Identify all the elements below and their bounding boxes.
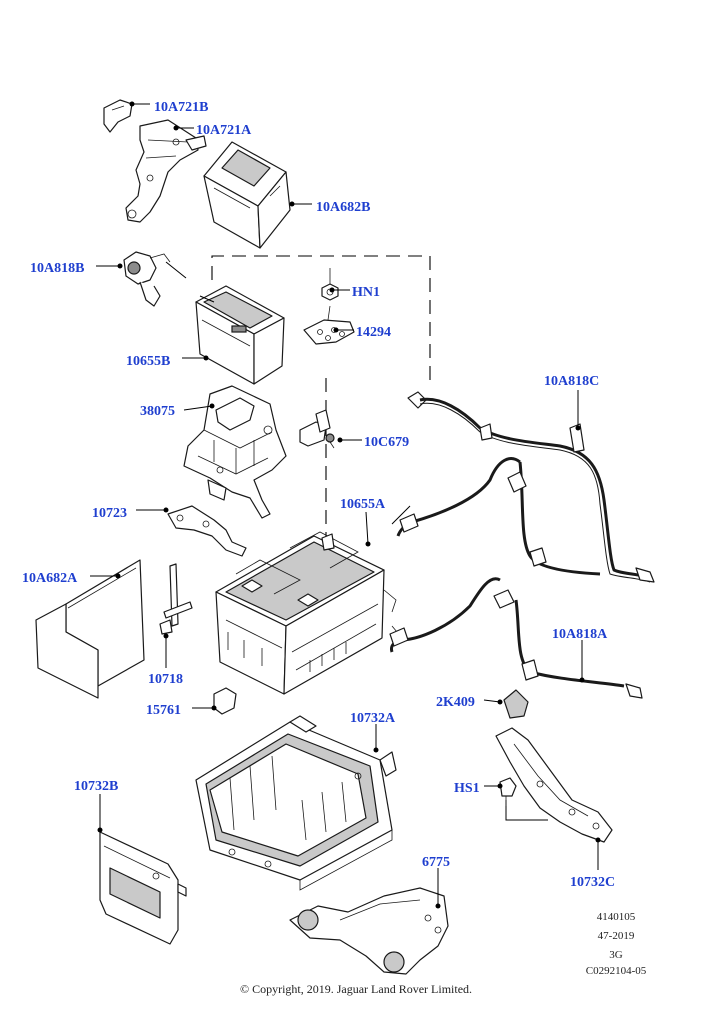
callout-HN1[interactable]: HN1 xyxy=(352,285,380,300)
part-10718-rod xyxy=(159,563,193,635)
part-2K409-clip xyxy=(503,689,529,719)
callout-15761[interactable]: 15761 xyxy=(146,703,181,718)
part-HN1-nut xyxy=(321,268,339,301)
part-15761-cap xyxy=(213,687,237,715)
callout-10732B[interactable]: 10732B xyxy=(74,779,118,794)
diagram-date-code: 47-2019 xyxy=(598,930,635,942)
part-14294-terminal-plate xyxy=(303,305,355,345)
part-10732C-bracket xyxy=(495,727,613,843)
part-10655A-main-battery xyxy=(215,531,403,695)
callout-10655B[interactable]: 10655B xyxy=(126,354,170,369)
diagram-reference-number: 4140105 xyxy=(597,911,636,923)
part-10655B-auxiliary-battery xyxy=(195,285,285,385)
part-10723-bracket xyxy=(167,505,247,557)
part-HS1-screw xyxy=(499,777,517,806)
part-10A721B-clip xyxy=(103,99,133,133)
callout-2K409[interactable]: 2K409 xyxy=(436,695,475,710)
part-10A818A-cable xyxy=(389,577,643,699)
callout-10A818C[interactable]: 10A818C xyxy=(544,374,599,389)
callout-10723[interactable]: 10723 xyxy=(92,506,127,521)
callout-6775[interactable]: 6775 xyxy=(422,855,450,870)
part-38075-battery-bracket xyxy=(183,385,287,519)
callout-10C679[interactable]: 10C679 xyxy=(364,435,409,450)
part-10732A-battery-tray xyxy=(195,715,397,891)
callout-14294[interactable]: 14294 xyxy=(356,325,391,340)
part-10732B-side-panel xyxy=(99,831,187,945)
dashed-assembly-frame xyxy=(211,255,431,540)
part-10A818C-cable xyxy=(391,391,655,583)
callout-10718[interactable]: 10718 xyxy=(148,672,183,687)
callout-leaders xyxy=(90,101,601,909)
callout-10A721A[interactable]: 10A721A xyxy=(196,123,252,138)
part-10C679-terminal xyxy=(299,409,335,449)
callout-10655A[interactable]: 10655A xyxy=(340,497,386,512)
callout-10A682B[interactable]: 10A682B xyxy=(316,200,370,215)
callout-38075[interactable]: 38075 xyxy=(140,404,175,419)
part-10A721A-bracket xyxy=(125,119,207,223)
diagram-code: C0292104-05 xyxy=(586,965,647,977)
callout-10A818A[interactable]: 10A818A xyxy=(552,627,608,642)
callout-10A818B[interactable]: 10A818B xyxy=(30,261,84,276)
callout-10A682A[interactable]: 10A682A xyxy=(22,571,78,586)
callout-10A721B[interactable]: 10A721B xyxy=(154,100,208,115)
callout-HS1[interactable]: HS1 xyxy=(454,781,480,796)
part-10A818B-connector xyxy=(123,251,187,307)
copyright-notice: © Copyright, 2019. Jaguar Land Rover Lim… xyxy=(240,982,472,996)
callout-10732C[interactable]: 10732C xyxy=(570,875,615,890)
part-6775-mounting-plate xyxy=(289,887,449,975)
part-10A682B-insulation-cover xyxy=(203,141,291,249)
part-10A682A-side-insulation xyxy=(35,559,145,699)
callout-10732A[interactable]: 10732A xyxy=(350,711,396,726)
diagram-revision: 3G xyxy=(609,949,623,961)
